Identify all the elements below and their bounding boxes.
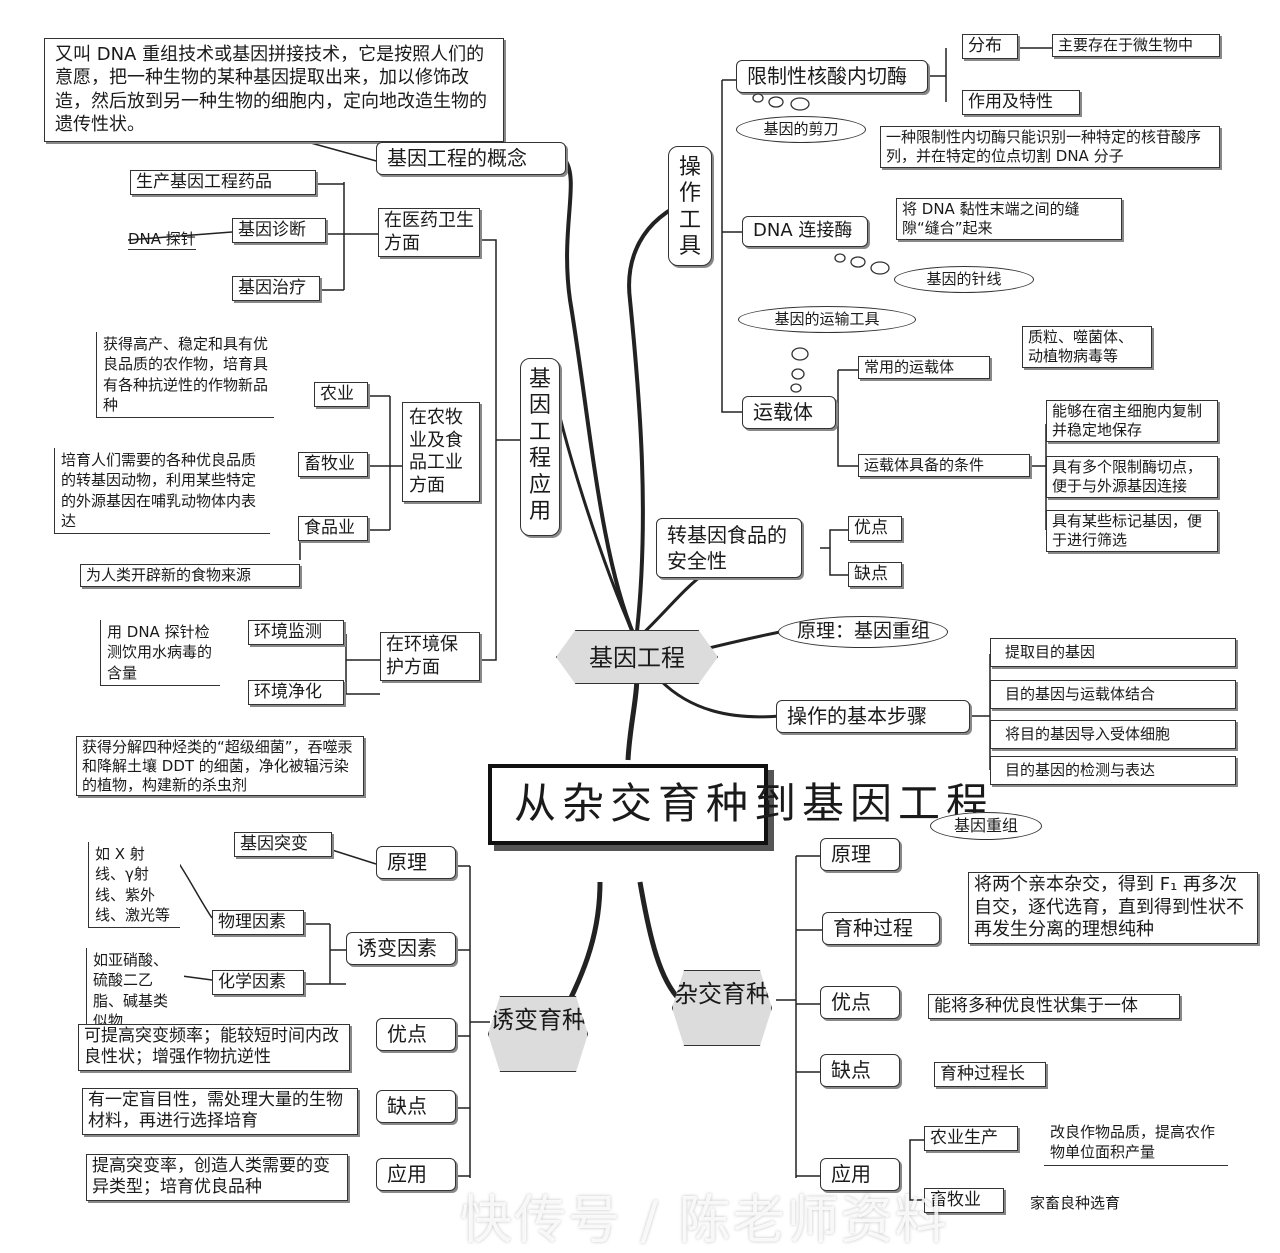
watermark: 快传号 / 陈老师资料 xyxy=(460,1191,949,1251)
property-text: 一种限制性内切酶只能识别一种特定的核苷酸序列，并在特定的位点切割 DNA 分子 xyxy=(880,126,1220,168)
env-monitor-text: 用 DNA 探针检测饮用水病毒的含量 xyxy=(100,620,220,686)
livestock-text: 培育人们需要的各种优良品质的转基因动物，利用某些特定的外源基因在哺乳动物体内表达 xyxy=(54,448,270,534)
property-label: 作用及特性 xyxy=(962,90,1080,116)
mutation-principle-label: 原理 xyxy=(376,846,456,879)
hybrid-con-text: 育种过程长 xyxy=(934,1062,1046,1088)
physical-factor-text: 如 X 射线、γ射线、紫外线、激光等 xyxy=(88,842,180,928)
step-2: 目的基因与运载体结合 xyxy=(990,680,1236,709)
common-vector-text: 质粒、噬菌体、动植物病毒等 xyxy=(1022,326,1152,368)
distribution-label: 分布 xyxy=(962,34,1018,60)
hybrid-pro-label: 优点 xyxy=(820,986,900,1019)
livestock-label: 畜牧业 xyxy=(298,452,368,478)
safety-label: 转基因食品的安全性 xyxy=(656,518,802,578)
mutation-pro-label: 优点 xyxy=(376,1018,456,1051)
mutation-con-label: 缺点 xyxy=(376,1090,456,1123)
farming-label: 农业 xyxy=(314,382,368,408)
medicine-label: 在医药卫生方面 xyxy=(378,208,480,257)
safety-pro: 优点 xyxy=(848,516,902,542)
mutation-use-label: 应用 xyxy=(376,1158,456,1191)
chemical-factor-label: 化学因素 xyxy=(212,970,304,996)
mutation-factors-label: 诱变因素 xyxy=(346,932,456,965)
env-monitor-label: 环境监测 xyxy=(248,620,344,646)
vector-condition-3: 具有某些标记基因，便于进行筛选 xyxy=(1046,510,1218,552)
hybrid-con-label: 缺点 xyxy=(820,1054,900,1087)
step-3: 将目的基因导入受体细胞 xyxy=(990,720,1236,749)
physical-factor-label: 物理因素 xyxy=(212,910,304,936)
environment-label: 在环境保护方面 xyxy=(380,632,480,681)
tools-label: 操作工具 xyxy=(668,146,712,266)
application-label: 基因工程应用 xyxy=(520,358,560,536)
mutation-con-text: 有一定盲目性，需处理大量的生物材料，再进行选择培育 xyxy=(82,1088,358,1135)
steps-label: 操作的基本步骤 xyxy=(776,700,970,733)
step-4: 目的基因的检测与表达 xyxy=(990,756,1236,785)
dna-probe-label: DNA 探针 xyxy=(128,230,196,250)
vector-label: 运载体 xyxy=(742,396,836,429)
mutation-pro-text: 可提高突变频率；能较短时间内改良性状；增强作物抗逆性 xyxy=(78,1024,350,1071)
safety-con: 缺点 xyxy=(848,562,902,588)
hybrid-agri-text: 改良作物品质，提高农作物单位面积产量 xyxy=(1044,1120,1228,1166)
mutation-principle-value: 基因突变 xyxy=(234,832,332,858)
medicine-item-drugs: 生产基因工程药品 xyxy=(130,170,316,196)
distribution-text: 主要存在于微生物中 xyxy=(1052,34,1220,57)
medicine-item-therapy: 基因治疗 xyxy=(232,276,320,302)
mutation-breeding-node: 诱变育种 xyxy=(488,996,588,1072)
hybrid-animal-text: 家畜良种选育 xyxy=(1030,1194,1121,1213)
hybrid-process-text: 将两个亲本杂交，得到 F₁ 再多次自交，逐代选育，直到得到性状不再发生分离的理想… xyxy=(968,872,1258,944)
vector-condition-2: 具有多个限制酶切点，便于与外源基因连接 xyxy=(1046,456,1218,498)
concept-definition: 又叫 DNA 重组技术或基因拼接技术，它是按照人们的意愿，把一种生物的某种基因提… xyxy=(44,38,504,142)
hybrid-agri-label: 农业生产 xyxy=(924,1126,1018,1152)
env-purify-text: 获得分解四种烃类的“超级细菌”，吞噬汞和降解土壤 DDT 的细菌，净化被辐污染的… xyxy=(76,736,364,797)
agriculture-label: 在农牧业及食品工业方面 xyxy=(402,402,480,502)
hybrid-process-label: 育种过程 xyxy=(822,912,940,945)
vector-conditions-label: 运载体具备的条件 xyxy=(858,454,1030,477)
medicine-item-diagnosis: 基因诊断 xyxy=(232,218,326,244)
ligase-label: DNA 连接酶 xyxy=(742,216,868,247)
mutation-use-text: 提高突变率，创造人类需要的变异类型；培育优良品种 xyxy=(86,1154,348,1201)
chemical-factor-text: 如亚硝酸、硫酸二乙脂、碱基类似物 xyxy=(86,948,184,1034)
vector-condition-1: 能够在宿主细胞内复制并稳定地保存 xyxy=(1046,400,1218,442)
farming-text: 获得高产、稳定和具有优良品质的农作物，培育具有各种抗逆性的作物新品种 xyxy=(96,332,274,418)
hybrid-breeding-node: 杂交育种 xyxy=(672,970,772,1046)
hybrid-principle-value: 基因重组 xyxy=(930,812,1042,840)
gene-thread-label: 基因的针线 xyxy=(894,266,1034,293)
hybrid-use-label: 应用 xyxy=(820,1158,900,1191)
hybrid-pro-text: 能将多种优良性状集于一体 xyxy=(928,994,1180,1020)
ligase-text: 将 DNA 黏性末端之间的缝隙“缝合”起来 xyxy=(896,198,1122,240)
step-1: 提取目的基因 xyxy=(990,638,1236,667)
concept-label: 基因工程的概念 xyxy=(376,142,566,175)
food-text: 为人类开辟新的食物来源 xyxy=(80,564,300,587)
page-title: 从杂交育种到基因工程 xyxy=(488,764,988,845)
gene-engineering-node: 基因工程 xyxy=(556,630,718,684)
env-purify-label: 环境净化 xyxy=(248,680,344,706)
hybrid-animal-label: 畜牧业 xyxy=(924,1188,1004,1214)
gene-transport-label: 基因的运输工具 xyxy=(738,306,916,333)
common-vector-label: 常用的运载体 xyxy=(858,356,990,379)
gene-scissors-label: 基因的剪刀 xyxy=(736,116,866,143)
food-label: 食品业 xyxy=(298,516,368,542)
hybrid-principle-label: 原理 xyxy=(820,838,900,871)
principle-recombination: 原理：基因重组 xyxy=(778,616,948,648)
restriction-enzyme-label: 限制性核酸内切酶 xyxy=(736,60,928,93)
